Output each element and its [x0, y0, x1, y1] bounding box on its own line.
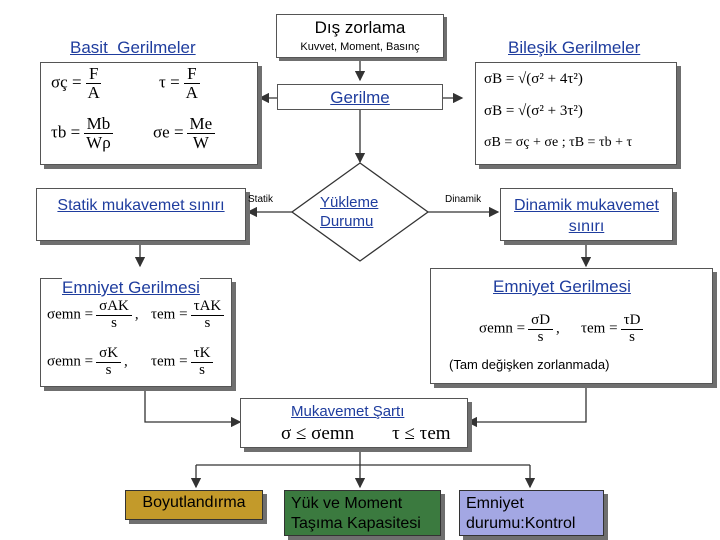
gerilme-label: Gerilme: [330, 88, 390, 107]
emniyet-gerilmesi-left-title: Emniyet Gerilmesi: [62, 278, 200, 298]
bilesik-formula-3: σB = σç + σe ; τB = τb + τ: [484, 135, 633, 150]
statik-mukavemet-box: Statik mukavemet sınırı: [36, 188, 246, 241]
yuk-moment-label: Yük ve Moment Taşıma Kapasitesi: [291, 495, 421, 532]
gerilme-box: Gerilme: [277, 84, 443, 110]
arrow-emniyet-right-to-mukavemet: [466, 384, 587, 428]
statik-mukavemet-title: Statik mukavemet sınırı: [57, 197, 225, 214]
bilesik-gerilmeler-title: Bileşik Gerilmeler: [508, 38, 641, 57]
dis-zorlama-box: Dış zorlama Kuvvet, Moment, Basınç: [276, 14, 444, 58]
mukavemet-sarti-title: Mukavemet Şartı: [291, 403, 405, 420]
boyutlandirma-box: Boyutlandırma: [125, 490, 263, 520]
dis-zorlama-subtitle: Kuvvet, Moment, Basınç: [300, 41, 420, 53]
mukavemet-sarti-formula: σ ≤ σemn τ ≤ τem: [281, 423, 451, 444]
arrow-emniyet-left-to-mukavemet: [144, 387, 242, 428]
emniyet-kontrol-label: Emniyet durumu:Kontrol: [466, 495, 576, 532]
mukavemet-sarti-box: Mukavemet Şartı σ ≤ σemn τ ≤ τem: [240, 398, 468, 448]
emniyet-kontrol-box: Emniyet durumu:Kontrol: [459, 490, 604, 536]
dinamik-mukavemet-title: Dinamik mukavemet sınırı: [514, 197, 659, 235]
dis-zorlama-title: Dış zorlama: [314, 18, 406, 37]
emniyet-right-note: (Tam değişken zorlanmada): [449, 357, 610, 372]
yuk-moment-box: Yük ve Moment Taşıma Kapasitesi: [284, 490, 441, 536]
yukleme-durumu-label: Yükleme Durumu: [320, 194, 379, 230]
bilesik-formula-2: σB = √(σ² + 3τ²): [484, 103, 583, 119]
bilesik-gerilmeler-panel: σB = √(σ² + 4τ²) σB = √(σ² + 3τ²) σB = σ…: [475, 62, 677, 165]
yukleme-diamond: [290, 162, 430, 262]
dinamik-mukavemet-box: Dinamik mukavemet sınırı: [500, 188, 673, 241]
boyutlandirma-label: Boyutlandırma: [142, 494, 246, 511]
statik-edge-label: Statik: [248, 194, 274, 205]
bilesik-formula-1: σB = √(σ² + 4τ²): [484, 71, 583, 87]
emniyet-gerilmesi-right-title: Emniyet Gerilmesi: [493, 277, 631, 296]
dinamik-edge-label: Dinamik: [445, 194, 482, 205]
basit-gerilmeler-title: Basit Gerilmeler: [70, 38, 196, 57]
